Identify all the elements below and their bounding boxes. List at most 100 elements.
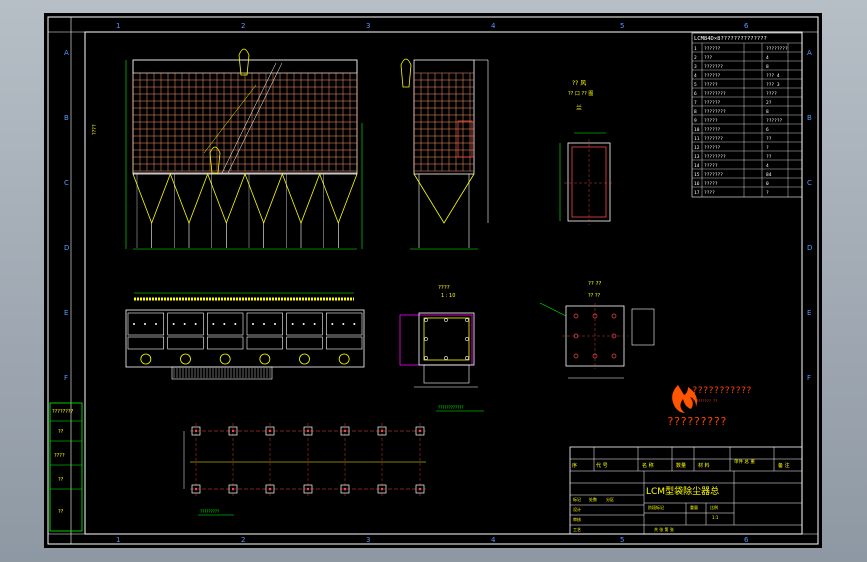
tb-header: 单件 总 重 bbox=[734, 458, 755, 465]
row-label-left: B bbox=[64, 114, 69, 122]
row-label-right: C bbox=[807, 179, 812, 187]
ash-hoppers bbox=[132, 173, 358, 248]
tb-header: 材 料 bbox=[698, 462, 710, 469]
parts-row-code: 6 bbox=[766, 127, 769, 133]
parts-row-no: 9 bbox=[694, 118, 697, 124]
parts-row-no: 17 bbox=[694, 190, 700, 196]
title-block[interactable]: 序 代 号 名 称 数量 材 料 单件 总 重 备 注 LCM型袋除尘器总 标记… bbox=[569, 446, 803, 535]
parts-row-no: 11 bbox=[694, 136, 700, 142]
tb-sub-label: 标记 bbox=[573, 496, 581, 502]
column-layout-plan[interactable]: ???????????? ????????? bbox=[183, 405, 484, 516]
parts-list-header: LCM84D×8?????????????? bbox=[694, 36, 767, 42]
parts-row-code: 8 bbox=[766, 109, 769, 115]
flange-title: ???? bbox=[438, 285, 450, 291]
inner-frame bbox=[84, 31, 803, 535]
tb-sub-label: 处数 bbox=[589, 496, 597, 502]
port-scale: ?? ?? bbox=[588, 293, 601, 299]
col-label-top: 6 bbox=[744, 22, 749, 30]
parts-row-name: ?????? bbox=[704, 100, 721, 106]
tb-scale-value: 1:1 bbox=[712, 515, 719, 520]
tb-scale-label: 阶段标记 bbox=[648, 504, 664, 510]
fan-icon bbox=[400, 58, 412, 88]
parts-row-no: 14 bbox=[694, 163, 700, 169]
parts-row-name: ?????? bbox=[704, 46, 721, 52]
flange-detail-view[interactable]: ???? 1 : 10 bbox=[399, 285, 478, 388]
tb-header: 名 称 bbox=[642, 462, 654, 469]
side-stamp-text: ?? bbox=[58, 477, 64, 483]
tb-header: 序 bbox=[572, 462, 577, 469]
outer-frame bbox=[47, 16, 819, 545]
inlet-view-subtitle: ?? 口 ?? 图 bbox=[568, 91, 593, 97]
parts-row-name: ???????? bbox=[704, 154, 726, 160]
front-elevation-view[interactable]: ???? bbox=[92, 48, 363, 250]
flame-logo-icon bbox=[672, 385, 697, 413]
side-elevation-view[interactable] bbox=[400, 58, 489, 250]
tb-header: 数量 bbox=[676, 462, 686, 469]
tb-bottom-label: 审核 bbox=[573, 516, 581, 522]
col-label-bottom: 3 bbox=[366, 536, 370, 544]
parts-row-name: ????? bbox=[704, 82, 718, 88]
col-label-top: 3 bbox=[366, 22, 370, 30]
port-detail-view[interactable]: ?? ?? ?? ?? bbox=[539, 281, 655, 379]
drawing-svg: 1 2 3 4 5 6 1 2 3 4 5 6 A B C D E F A B … bbox=[47, 16, 819, 545]
parts-row-name: ????? bbox=[704, 118, 718, 124]
row-label-right: A bbox=[807, 49, 812, 57]
plan-view[interactable] bbox=[125, 292, 365, 380]
parts-row-code: ??? 4 bbox=[766, 73, 780, 79]
logo-brand: ????????? bbox=[667, 415, 727, 428]
parts-row-no: 4 bbox=[694, 73, 697, 79]
stair-ladder bbox=[203, 62, 283, 174]
parts-row-no: 1 bbox=[694, 46, 697, 52]
parts-row-name: ??????? bbox=[704, 136, 723, 142]
tb-header: 备 注 bbox=[778, 462, 790, 469]
tb-scale-label: 比例 bbox=[710, 504, 718, 510]
inlet-detail-view[interactable]: ?? 风 ?? 口 ?? 图 兰 bbox=[559, 80, 614, 225]
drawing-canvas[interactable]: 1 2 3 4 5 6 1 2 3 4 5 6 A B C D E F A B … bbox=[44, 13, 822, 548]
parts-row-code: ?????? bbox=[766, 118, 783, 124]
parts-row-no: 5 bbox=[694, 82, 697, 88]
parts-row-name: ???????? bbox=[704, 109, 726, 115]
tb-sheet-text: 共 张 第 张 bbox=[654, 526, 674, 532]
parts-row-code: 0 bbox=[766, 181, 769, 187]
inlet-view-mark: 兰 bbox=[576, 104, 582, 112]
col-label-bottom: 2 bbox=[241, 536, 245, 544]
side-stamp-column: ???????? ?? ???? ?? ?? bbox=[49, 402, 83, 532]
note-label: ????????? bbox=[200, 509, 219, 514]
parts-row-no: 7 bbox=[694, 100, 697, 106]
row-label-left: E bbox=[64, 309, 68, 317]
parts-row-no: 12 bbox=[694, 145, 700, 151]
parts-row-name: ????? bbox=[704, 163, 718, 169]
parts-row-name: ?????? bbox=[704, 127, 721, 133]
parts-row-no: 10 bbox=[694, 127, 700, 133]
parts-row-code: ? bbox=[766, 190, 769, 196]
fan-motor-icon bbox=[238, 48, 250, 76]
side-stamp-text: ?? bbox=[58, 509, 64, 515]
tb-bottom-label: 工艺 bbox=[573, 527, 581, 532]
tb-header: 代 号 bbox=[596, 462, 608, 469]
bag-grid bbox=[132, 59, 358, 172]
col-label-top: 2 bbox=[241, 22, 245, 30]
port-title: ?? ?? bbox=[588, 281, 602, 287]
col-label-bottom: 4 bbox=[491, 536, 496, 544]
row-label-right: E bbox=[807, 309, 811, 317]
parts-row-no: 2 bbox=[694, 55, 697, 61]
col-label-top: 1 bbox=[116, 22, 120, 30]
parts-row-no: 16 bbox=[694, 181, 700, 187]
parts-row-code: 4 bbox=[766, 163, 769, 169]
company-logo: ??????????? ????????? ?? ????????? bbox=[667, 385, 752, 428]
row-zone-labels: A B C D E F A B C D E F bbox=[64, 49, 812, 382]
side-stamp-text: ???????? bbox=[52, 409, 74, 415]
inlet-view-title: ?? 风 bbox=[572, 80, 586, 87]
parts-row-code: 8 bbox=[766, 64, 769, 70]
parts-row-code: ???????? bbox=[766, 46, 788, 52]
col-label-bottom: 5 bbox=[620, 536, 624, 544]
parts-row-code: 2? bbox=[766, 100, 772, 106]
logo-sub: ????????? ?? bbox=[692, 399, 717, 403]
row-label-right: F bbox=[807, 374, 811, 382]
valve-icon bbox=[209, 146, 221, 174]
row-label-left: A bbox=[64, 49, 69, 57]
parts-row-name: ??????? bbox=[704, 64, 723, 70]
parts-row-name: ????? bbox=[704, 181, 718, 187]
parts-list-table[interactable]: LCM84D×8?????????????? 1?????????????? 2?… bbox=[691, 32, 803, 198]
parts-row-name: ?????? bbox=[704, 73, 721, 79]
